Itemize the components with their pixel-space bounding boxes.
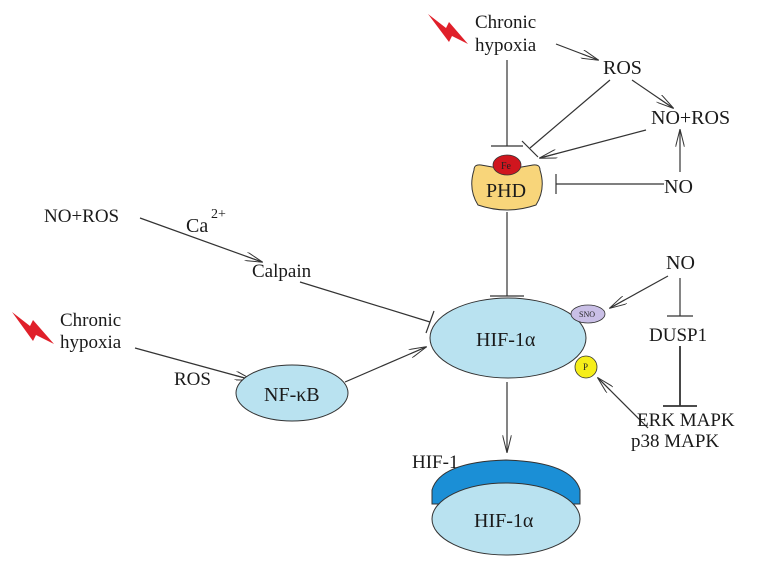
edge-no-sno xyxy=(610,275,669,308)
p-badge xyxy=(574,355,598,379)
edge-noros-calpain xyxy=(139,217,262,262)
edge-erk-p xyxy=(598,378,649,429)
p-label: P xyxy=(583,362,588,372)
ros-top-label: ROS xyxy=(603,57,642,79)
calpain-label: Calpain xyxy=(252,261,312,282)
ca-superscript: 2+ xyxy=(211,207,226,222)
chronic-hypoxia-left-line2: hypoxia xyxy=(60,332,122,353)
edge-nfkb-hif xyxy=(344,347,426,383)
no-ros-right-label: NO+ROS xyxy=(651,107,730,129)
edge-ros-noros xyxy=(631,79,673,108)
hif1a-label: HIF-1α xyxy=(476,329,536,351)
ca-label: Ca xyxy=(186,215,208,237)
chronic-hypoxia-top-line2: hypoxia xyxy=(475,35,537,56)
edge-calpain-hif-inhibit xyxy=(299,281,431,323)
sno-label: SNO xyxy=(579,310,595,319)
nfkb-label: NF-κB xyxy=(264,384,320,406)
fe-badge xyxy=(492,154,522,176)
p38-mapk-label: p38 MAPK xyxy=(631,431,719,452)
hif1a-bottom-label: HIF-1α xyxy=(474,510,534,532)
phd-node xyxy=(471,164,543,211)
hif1-label: HIF-1 xyxy=(412,452,458,473)
hif1a-bottom-node xyxy=(431,482,581,556)
no-ros-left-label: NO+ROS xyxy=(44,206,119,227)
edge-hypoxia-nfkb xyxy=(134,347,252,380)
lightning-bolt-icon xyxy=(428,14,468,44)
edge-calpain-hif-bar xyxy=(425,310,435,334)
erk-mapk-label: ERK MAPK xyxy=(637,410,735,431)
lightning-bolt-icon xyxy=(12,312,54,344)
edge-hypoxia-ros xyxy=(555,43,598,60)
phd-label: PHD xyxy=(486,180,526,202)
edge-ros-phd-bar xyxy=(521,140,539,158)
ros-left-label: ROS xyxy=(174,369,211,390)
dusp1-label: DUSP1 xyxy=(649,325,707,346)
no-right-label: NO xyxy=(664,176,693,198)
fe-label: Fe xyxy=(501,161,512,172)
edge-ros-phd-inhibit xyxy=(529,79,611,149)
no-mid-label: NO xyxy=(666,252,695,274)
hif1a-node xyxy=(429,297,587,379)
nfkb-node xyxy=(235,364,349,422)
sno-badge xyxy=(570,304,606,324)
edge-noros-phd xyxy=(540,129,647,158)
chronic-hypoxia-left-line1: Chronic xyxy=(60,310,121,331)
chronic-hypoxia-top-line1: Chronic xyxy=(475,12,536,33)
